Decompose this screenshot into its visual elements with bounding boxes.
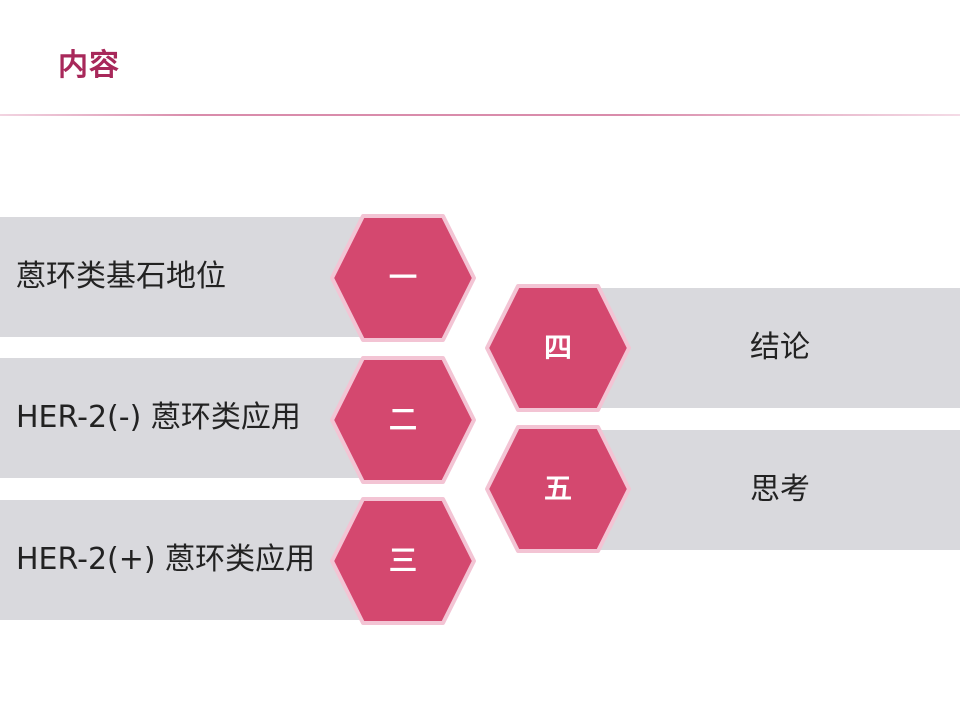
agenda-label-1: 蒽环类基石地位 [16,259,226,294]
agenda-label-2: HER-2(-) 蒽环类应用 [16,400,301,435]
hex-number-5: 五 [543,472,572,505]
hex-badge-2: 二 [330,356,476,484]
agenda-label-4: 结论 [750,330,810,365]
hex-number-1: 一 [388,261,417,294]
agenda-label-3: HER-2(+) 蒽环类应用 [16,542,316,577]
agenda-band-1: 蒽环类基石地位 [0,217,380,337]
hexagon-shape [330,214,476,342]
hex-number-2: 二 [388,403,417,436]
hex-badge-3: 三 [330,497,476,625]
hexagon-shape [330,356,476,484]
hexagon-shape [330,497,476,625]
hex-number-3: 三 [388,544,417,577]
hexagon-shape [485,425,631,553]
agenda-label-5: 思考 [750,472,810,507]
hex-badge-5: 五 [485,425,631,553]
hexagon-shape [485,284,631,412]
hex-number-4: 四 [543,331,572,364]
agenda-band-2: HER-2(-) 蒽环类应用 [0,358,380,478]
agenda-band-3: HER-2(+) 蒽环类应用 [0,500,380,620]
hex-badge-4: 四 [485,284,631,412]
title-divider [0,114,960,116]
hex-badge-1: 一 [330,214,476,342]
page-title: 内容 [58,48,120,83]
